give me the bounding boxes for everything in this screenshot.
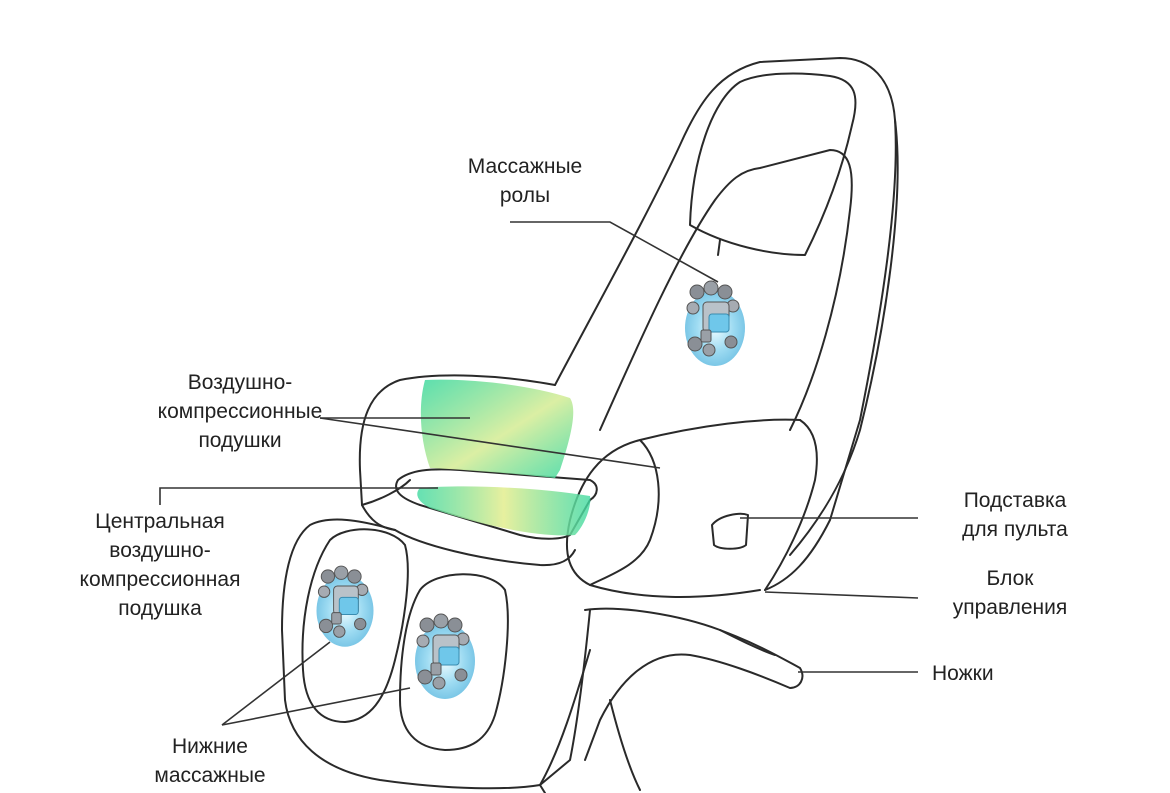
central-air-cushion [417,486,591,536]
label-air-cushions: Воздушно- компрессионные подушки [157,371,323,452]
leader-central [159,487,438,505]
headrest [689,72,857,256]
label-control-unit: Блок управления [952,567,1068,619]
leader-cushion-armrest [319,417,661,469]
label-legs: Ножки [932,662,994,685]
leader-control [764,591,919,599]
right-foot-pocket [399,573,509,751]
backrest-outer [554,57,897,591]
leader-rollers [510,221,719,283]
leg-rest [281,518,591,790]
right-armrest [565,418,801,598]
left-armrest [358,374,556,506]
chair-legs [584,607,804,761]
label-remote-stand: Подставка для пульта [962,489,1068,541]
upper-massage-roller-icon [684,280,746,367]
leader-lower-right [221,687,411,726]
left-foot-pocket [301,528,409,723]
left-foot-roller-icon [316,565,374,648]
back-air-cushion [420,379,574,478]
label-central-cushion: Центральная воздушно- компрессионная под… [79,510,241,620]
back-shell [789,119,899,556]
label-massage-rollers: Массажные ролы [467,155,583,207]
chair-outline [281,57,899,793]
label-lower-massagers: Нижние массажные [154,735,266,787]
right-foot-roller-icon [414,613,476,700]
remote-stand [711,512,749,550]
back-panel [599,149,853,431]
leader-lines [159,221,919,726]
leader-lower-left [221,641,331,726]
